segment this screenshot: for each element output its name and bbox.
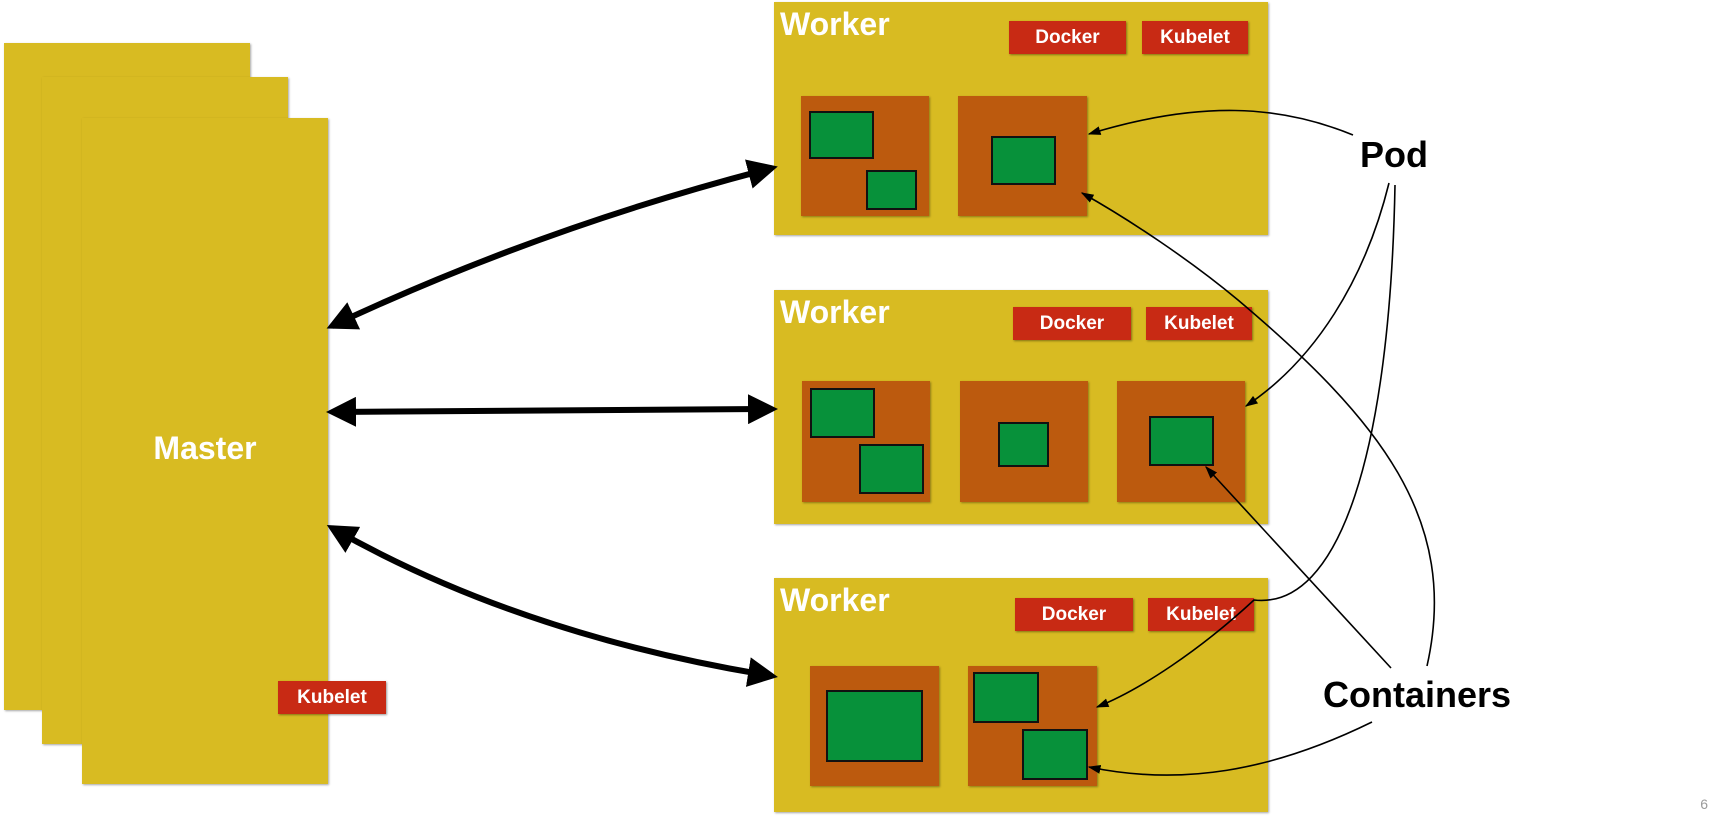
container xyxy=(1022,729,1088,780)
container xyxy=(998,422,1049,467)
container xyxy=(859,444,924,494)
master-worker-3-arrow xyxy=(326,525,778,687)
pod xyxy=(1117,381,1245,502)
worker-node-3: Worker Docker Kubelet xyxy=(774,578,1268,812)
slide-number: 6 xyxy=(1700,796,1708,812)
container xyxy=(1149,416,1214,466)
docker-tag: Docker xyxy=(1009,21,1126,54)
pod xyxy=(960,381,1088,502)
master-kubelet-tag: Kubelet xyxy=(278,681,386,714)
worker-title: Worker xyxy=(780,294,890,330)
pod xyxy=(968,666,1097,786)
container xyxy=(809,111,874,159)
pod xyxy=(810,666,939,786)
container xyxy=(866,170,917,210)
pod xyxy=(801,96,929,216)
kubelet-tag: Kubelet xyxy=(1142,21,1248,54)
container xyxy=(810,388,875,438)
docker-tag: Docker xyxy=(1015,598,1133,631)
worker-title: Worker xyxy=(780,582,890,618)
worker-node-2: Worker Docker Kubelet xyxy=(774,290,1268,524)
master-worker-1-arrow xyxy=(326,159,778,330)
worker-node-1: Worker Docker Kubelet xyxy=(774,2,1268,235)
container xyxy=(973,672,1039,723)
kubelet-tag: Kubelet xyxy=(1146,307,1252,340)
pod-callout-label: Pod xyxy=(1360,134,1428,175)
container xyxy=(826,690,923,762)
master-label: Master xyxy=(153,430,257,466)
docker-tag: Docker xyxy=(1013,307,1131,340)
master-worker-2-arrow xyxy=(326,394,778,427)
worker-title: Worker xyxy=(780,6,890,42)
containers-callout-label: Containers xyxy=(1323,674,1512,715)
pod xyxy=(802,381,930,502)
kubelet-tag: Kubelet xyxy=(1148,598,1254,631)
pod xyxy=(958,96,1087,216)
container xyxy=(991,136,1056,185)
master-node xyxy=(82,118,328,784)
